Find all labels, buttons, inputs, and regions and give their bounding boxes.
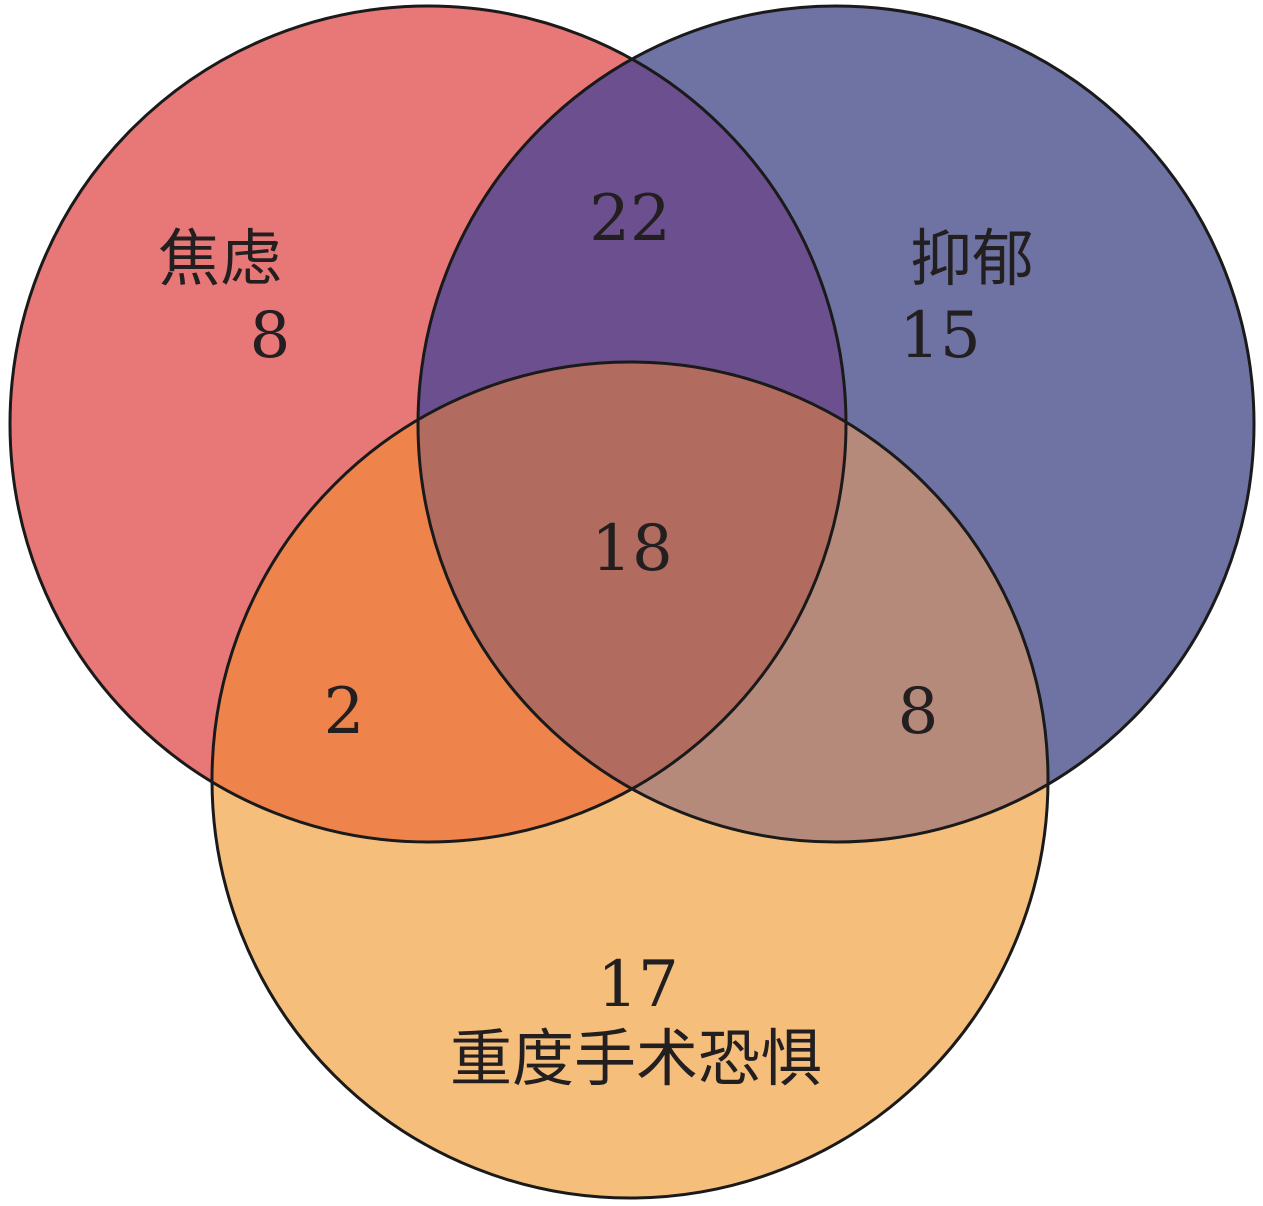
count-depression-only: 15 <box>899 299 980 373</box>
count-anxiety-depression: 22 <box>589 182 670 256</box>
set-label-anxiety: 焦虑 <box>158 222 282 295</box>
set-label-depression: 抑郁 <box>910 222 1034 295</box>
count-depression-fear: 8 <box>898 675 939 749</box>
count-fear-only: 17 <box>597 948 678 1022</box>
outline-depression <box>416 4 1256 844</box>
count-all-three: 18 <box>591 512 672 586</box>
count-anxiety-only: 8 <box>250 299 291 373</box>
count-anxiety-fear: 2 <box>324 675 365 749</box>
outline-fear <box>210 360 1050 1200</box>
set-label-fear: 重度手术恐惧 <box>450 1022 822 1095</box>
outline-anxiety <box>8 4 848 844</box>
